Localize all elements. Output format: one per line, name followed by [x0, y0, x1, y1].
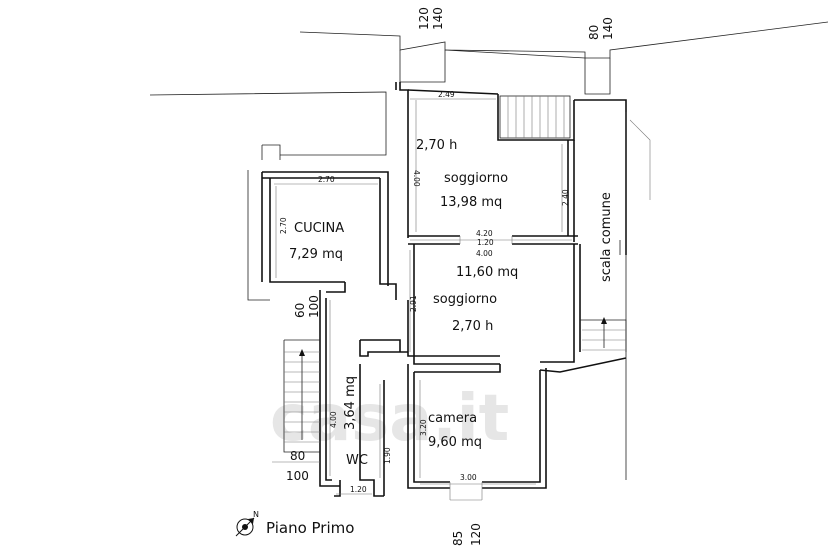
- right-stair: [582, 317, 626, 351]
- dim-bottom-ext-a: 85: [451, 531, 465, 546]
- openings: [449, 236, 513, 501]
- dim-bottom-left-a: 80: [290, 449, 305, 463]
- dim-cucina-depth: 2.70: [279, 217, 288, 234]
- dim-opening-c: 4.00: [476, 249, 493, 258]
- cucina-area: 7,29 mq: [289, 247, 343, 262]
- dim-top-ext-left-a: 120: [417, 7, 431, 30]
- dim-bottom-ext-b: 120: [469, 523, 483, 546]
- left-stair: [283, 339, 320, 453]
- top-boundary: [299, 21, 828, 95]
- dim-left-ext-a: 60: [293, 303, 307, 318]
- soggiorno-top-area: 13,98 mq: [440, 195, 502, 210]
- soggiorno-mid-area: 11,60 mq: [456, 265, 518, 280]
- top-stair: [499, 95, 571, 139]
- watermark: casa.it: [270, 382, 509, 456]
- walls: [261, 82, 651, 497]
- dim-camera-depth: 3.20: [419, 419, 428, 436]
- dim-top-ext-right-a: 80: [587, 25, 601, 40]
- soggiorno-top-height: 2,70 h: [416, 138, 457, 153]
- dim-soggiorno-depth: 4.00: [412, 170, 421, 187]
- plan-title: Piano Primo: [266, 519, 354, 537]
- dim-soggiorno-step: 2.40: [561, 189, 570, 206]
- cucina-name: CUCINA: [294, 221, 344, 236]
- dim-top-ext-left-b: 140: [431, 7, 445, 30]
- dim-mid-depth: 2.91: [409, 295, 418, 312]
- wc-name: WC: [346, 453, 368, 468]
- soggiorno-top-name: soggiorno: [444, 171, 508, 186]
- dim-camera-width: 3.00: [460, 473, 477, 482]
- dim-bottom-left-b: 100: [286, 469, 309, 483]
- svg-text:N: N: [253, 510, 259, 519]
- stair-label: scala comune: [599, 192, 614, 282]
- dim-opening-a: 4.20: [476, 229, 493, 238]
- soggiorno-mid-name: soggiorno: [433, 292, 497, 307]
- dim-wc-depth: 4.00: [329, 411, 338, 428]
- neighbor-outline: [149, 91, 387, 301]
- camera-area: 9,60 mq: [428, 435, 482, 450]
- dim-opening-b: 1.20: [477, 238, 494, 247]
- dim-wc-height: 1.90: [383, 447, 392, 464]
- dim-wc-width: 1.20: [350, 485, 367, 494]
- soggiorno-mid-height: 2,70 h: [452, 319, 493, 334]
- dim-left-ext-b: 100: [307, 295, 321, 318]
- corridor-area: 3,64 mq: [343, 376, 358, 430]
- camera-name: camera: [428, 411, 477, 426]
- dim-cucina-width: 2.70: [318, 175, 335, 184]
- compass-north-icon: N: [235, 510, 259, 537]
- dimension-lines: [272, 98, 572, 495]
- dim-soggiorno-width: 2.49: [438, 90, 455, 99]
- dim-top-ext-right-b: 140: [601, 17, 615, 40]
